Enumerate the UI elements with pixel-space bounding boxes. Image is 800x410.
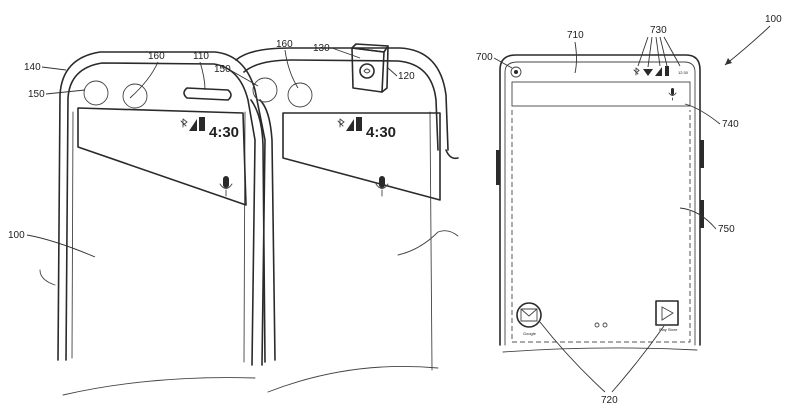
popup-camera-130 (351, 43, 389, 93)
right-side-button-right-2 (700, 200, 704, 228)
ref-730: 730 (650, 25, 667, 36)
page-indicator (594, 322, 608, 328)
ref-100-right: 100 (765, 14, 782, 25)
app-google[interactable]: Google (516, 302, 542, 336)
middle-sensor-160 (287, 82, 313, 108)
ref-720: 720 (601, 395, 618, 406)
ref-710: 710 (567, 30, 584, 41)
bluetooth-icon (337, 118, 345, 128)
left-phone: 4:30 140 150 160 110 100 (8, 51, 266, 396)
middle-sensor-150 (252, 77, 278, 103)
signal-icon (189, 119, 197, 131)
app-google-label: Google (523, 331, 537, 336)
display-area-750 (511, 110, 691, 343)
app-play-store[interactable]: Play Store (655, 300, 679, 332)
middle-phone-outer-side (250, 99, 266, 363)
microphone-icon (219, 176, 233, 197)
notch-110 (183, 87, 232, 101)
ref-130: 130 (313, 43, 330, 54)
ref-160-middle: 160 (276, 39, 293, 50)
middle-phone: 4:30 130 120 150 160 (214, 39, 459, 393)
middle-search-bar-shape (282, 112, 441, 201)
camera-lens-icon (359, 63, 375, 79)
ref-700: 700 (476, 52, 493, 63)
right-status-time: 12:30 (678, 70, 689, 75)
right-bottom-wave (502, 347, 698, 353)
middle-side-wave (397, 230, 459, 256)
right-status-icons: 12:30 (633, 66, 689, 76)
ref-740: 740 (722, 119, 739, 130)
mail-icon (520, 308, 538, 322)
ref-110: 110 (193, 51, 209, 62)
battery-icon (356, 117, 362, 131)
ref-750: 750 (718, 224, 735, 235)
battery-icon (199, 117, 205, 131)
middle-phone-inner-screen (259, 99, 276, 361)
bluetooth-icon (633, 67, 640, 76)
left-phone-outer-frame (57, 51, 266, 366)
ref-150-left: 150 (28, 89, 45, 100)
bluetooth-icon (180, 118, 188, 128)
ref-140: 140 (24, 62, 41, 73)
right-search-bar (511, 81, 691, 107)
middle-phone-outer-frame (235, 47, 449, 151)
middle-phone-screen-right (429, 111, 433, 371)
middle-phone-inner-frame (243, 59, 439, 151)
play-store-icon (661, 306, 674, 321)
middle-status-icons: 4:30 (337, 117, 396, 141)
microphone-icon (668, 88, 677, 101)
left-bottom-wave (62, 377, 256, 396)
middle-phone-right-edge (445, 149, 459, 160)
microphone-icon (375, 176, 389, 197)
signal-icon (655, 67, 662, 76)
ref-120: 120 (398, 71, 415, 82)
left-sensor-160 (122, 83, 148, 109)
left-phone-screen-edge (71, 111, 246, 363)
left-side-wave (39, 269, 56, 286)
left-status-icons: 4:30 (180, 117, 239, 141)
right-device-inner (504, 61, 696, 346)
left-phone-inner-frame (65, 62, 256, 366)
ref-100-left: 100 (8, 230, 25, 241)
front-camera-700 (510, 66, 522, 78)
app-play-store-label: Play Store (659, 327, 678, 332)
arrow-100 (724, 25, 771, 66)
ref-150-middle: 150 (214, 64, 231, 75)
left-sensor-150 (83, 80, 109, 106)
right-side-button-left (496, 150, 500, 185)
left-search-bar-shape (77, 107, 247, 206)
right-device: 12:30 Google Play Store 100 700 710 (476, 14, 782, 406)
signal-icon (346, 119, 354, 131)
middle-status-time: 4:30 (366, 124, 396, 141)
middle-bottom-wave (267, 365, 439, 393)
battery-icon (665, 66, 669, 76)
right-side-button-right-1 (700, 140, 704, 168)
ref-160-left: 160 (148, 51, 165, 62)
left-status-time: 4:30 (209, 124, 239, 141)
right-device-outer (499, 54, 701, 346)
wifi-icon (643, 69, 653, 76)
